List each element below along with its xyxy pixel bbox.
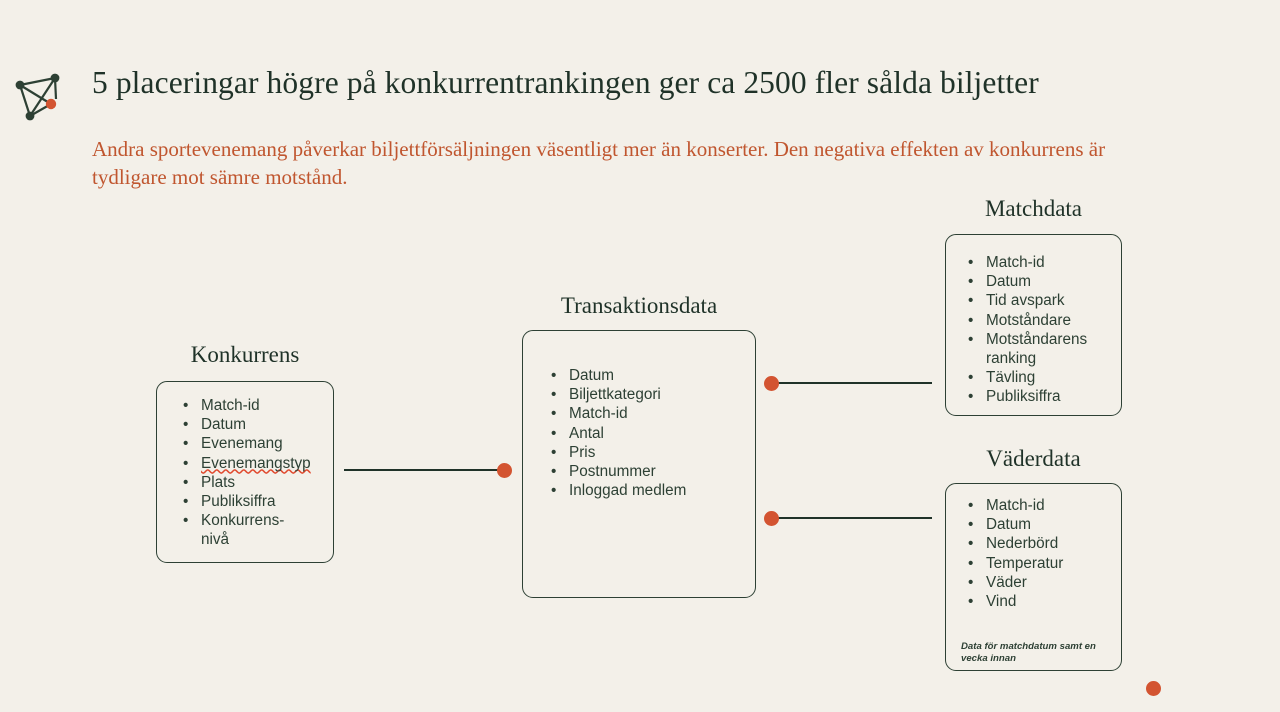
connector-line-transaktionsdata-matchdata — [777, 382, 932, 385]
entity-box-vaderdata[interactable]: Match-idDatumNederbördTemperaturVäderVin… — [945, 483, 1122, 671]
field-list-vaderdata: Match-idDatumNederbördTemperaturVäderVin… — [964, 496, 1119, 611]
field-list-matchdata: Match-idDatumTid avsparkMotståndareMotst… — [964, 253, 1119, 407]
field-item: Evenemangstyp — [179, 454, 329, 473]
entity-box-matchdata[interactable]: Match-idDatumTid avsparkMotståndareMotst… — [945, 234, 1122, 416]
field-item: Datum — [964, 515, 1119, 534]
connector-line-transaktionsdata-vaderdata — [777, 517, 932, 520]
entity-title-konkurrens: Konkurrens — [190, 342, 300, 367]
entity-box-transaktionsdata[interactable]: DatumBiljettkategoriMatch-idAntalPrisPos… — [522, 330, 756, 598]
field-item: Match-id — [547, 404, 747, 423]
field-item: Vind — [964, 592, 1119, 611]
entity-title-vaderdata: Väderdata — [986, 446, 1081, 471]
entity-box-konkurrens[interactable]: Match-idDatumEvenemangEvenemangstypPlats… — [156, 381, 334, 563]
connector-dot-transaktionsdata-matchdata — [764, 376, 779, 391]
network-graph-logo — [10, 63, 72, 125]
field-item: Match-id — [964, 253, 1119, 272]
field-item: Motståndare — [964, 311, 1119, 330]
entity-title-matchdata: Matchdata — [984, 196, 1083, 221]
field-item: Publiksiffra — [964, 387, 1119, 406]
field-item: Publiksiffra — [179, 492, 329, 511]
field-item: Pris — [547, 443, 747, 462]
field-item: Datum — [547, 366, 747, 385]
connector-line-konkurrens-transaktionsdata — [344, 469, 504, 472]
field-item: Väder — [964, 573, 1119, 592]
entity-note-vaderdata: Data för matchdatum samt en vecka innan — [961, 641, 1096, 664]
entity-title-transaktionsdata: Transaktionsdata — [560, 293, 718, 318]
field-item: Tävling — [964, 368, 1119, 387]
field-item: Temperatur — [964, 554, 1119, 573]
field-item: Match-id — [964, 496, 1119, 515]
field-item: Match-id — [179, 396, 329, 415]
connector-dot-konkurrens-transaktionsdata — [497, 463, 512, 478]
field-item: Datum — [964, 272, 1119, 291]
field-item: Evenemang — [179, 434, 329, 453]
field-item: Antal — [547, 424, 747, 443]
field-item: Tid avspark — [964, 291, 1119, 310]
field-item: Nederbörd — [964, 534, 1119, 553]
field-list-konkurrens: Match-idDatumEvenemangEvenemangstypPlats… — [179, 396, 329, 550]
field-item: Datum — [179, 415, 329, 434]
field-item: Postnummer — [547, 462, 747, 481]
decorative-dot — [1146, 681, 1161, 696]
page-subtitle: Andra sportevenemang påverkar biljettför… — [92, 137, 1106, 189]
field-item: Biljettkategori — [547, 385, 747, 404]
field-list-transaktionsdata: DatumBiljettkategoriMatch-idAntalPrisPos… — [547, 366, 747, 501]
field-item: Inloggad medlem — [547, 481, 747, 500]
field-item: Konkurrens-nivå — [179, 511, 329, 549]
page-title: 5 placeringar högre på konkurrentranking… — [92, 65, 1039, 100]
field-item: Plats — [179, 473, 329, 492]
connector-dot-transaktionsdata-vaderdata — [764, 511, 779, 526]
